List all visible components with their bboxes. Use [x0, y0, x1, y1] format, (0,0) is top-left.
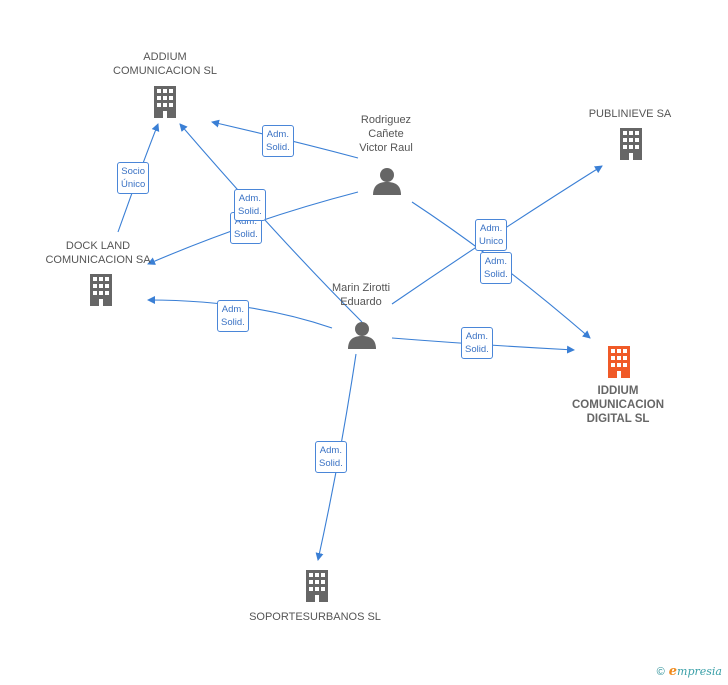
- building-icon-soporte: [306, 570, 328, 602]
- edge-label-marin-publinieve: Adm. Unico: [475, 219, 508, 251]
- building-icon-dockland: [90, 274, 112, 306]
- node-iddium-label[interactable]: IDDIUM COMUNICACION DIGITAL SL: [572, 385, 664, 425]
- node-publinieve-label[interactable]: PUBLINIEVE SA: [588, 108, 672, 120]
- node-soporte-label[interactable]: SOPORTESURBANOS SL: [249, 611, 381, 623]
- brand-logo-initial: e: [668, 664, 678, 679]
- edge-label-rodriguez-addium: Adm. Solid.: [262, 125, 294, 157]
- person-icon-marin: [348, 322, 376, 349]
- building-icon-publinieve: [620, 128, 642, 160]
- copyright-icon: ©: [656, 666, 665, 678]
- edge-marin-addium: [179, 123, 363, 323]
- edge-label-marin-addium: Adm. Solid.: [234, 189, 266, 221]
- node-rodriguez-label[interactable]: Rodriguez Cañete Victor Raul: [359, 114, 413, 154]
- edge-label-marin-iddium: Adm. Solid.: [461, 327, 493, 359]
- node-marin-label[interactable]: Marin Zirotti Eduardo: [331, 282, 391, 308]
- edge-label-rodriguez-iddium: Adm. Solid.: [480, 252, 512, 284]
- building-icon-iddium: [608, 346, 630, 378]
- node-dockland-label[interactable]: DOCK LAND COMUNICACION SA: [45, 240, 151, 266]
- edge-label-marin-soporte: Adm. Solid.: [315, 441, 347, 473]
- person-icon-rodriguez: [373, 168, 401, 195]
- edge-label-marin-dockland: Adm. Solid.: [217, 300, 249, 332]
- edge-label-dockland-addium: Socio Único: [117, 162, 150, 194]
- copyright-footer: ©empresia: [657, 664, 722, 679]
- brand-logo-text: mpresia: [677, 665, 722, 678]
- node-addium-label[interactable]: ADDIUM COMUNICACION SL: [113, 51, 217, 77]
- building-icon-addium: [154, 86, 176, 118]
